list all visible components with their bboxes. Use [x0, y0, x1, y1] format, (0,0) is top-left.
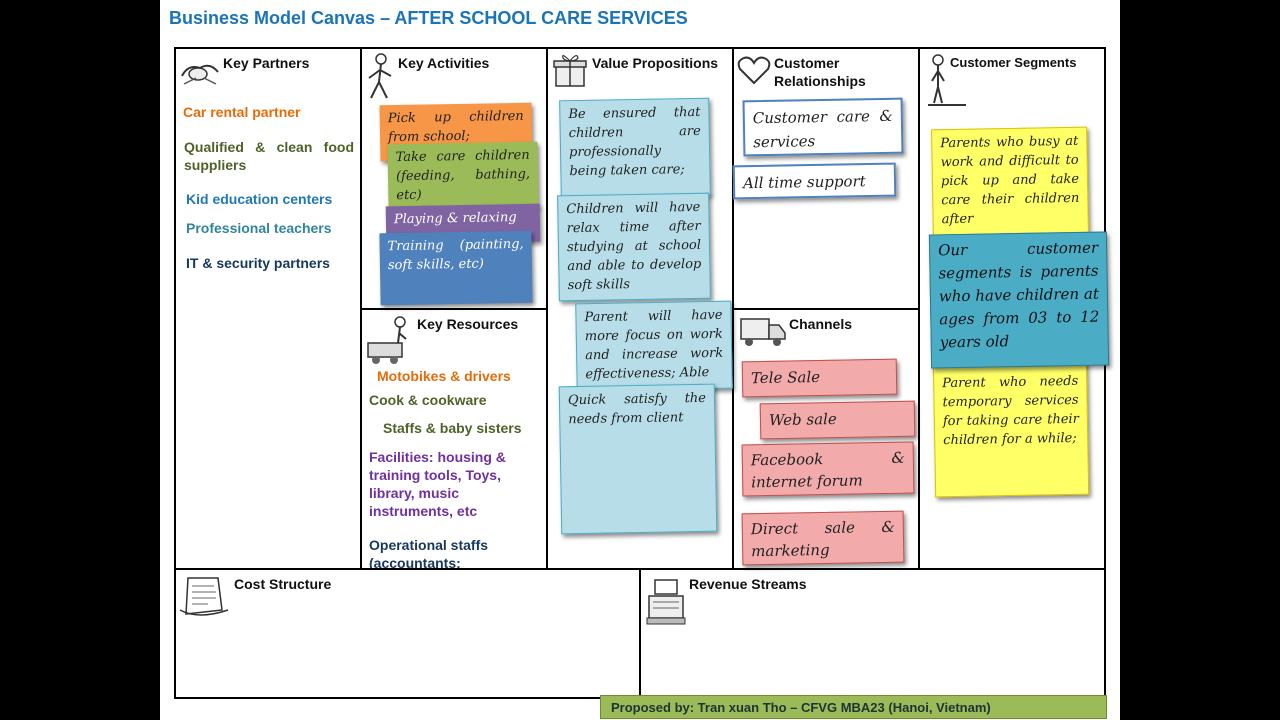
relationship-note[interactable]: Customer care & services [742, 97, 904, 157]
resource-item: Staffs & baby sisters [383, 420, 522, 436]
segment-note[interactable]: Our customer segments is parents who hav… [928, 231, 1110, 369]
resource-item: Operational staffs (accountants; [369, 537, 489, 571]
forklift-icon [367, 316, 407, 364]
partner-item: Professional teachers [186, 220, 332, 236]
partner-item: Car rental partner [183, 104, 301, 120]
resource-item: Cook & cookware [369, 392, 487, 408]
page-title: Business Model Canvas – AFTER SCHOOL CAR… [169, 8, 688, 28]
handshake-icon [181, 64, 219, 85]
customer-segments-title: Customer Segments [950, 55, 1077, 70]
value-note[interactable]: Parent will have more focus on work and … [575, 300, 733, 392]
revenue-streams-title: Revenue Streams [689, 576, 807, 592]
key-resources-cell: Key Resources Motobikes & drivers Cook &… [360, 308, 548, 571]
channel-note[interactable]: Facebook & internet forum [741, 441, 915, 497]
channel-note[interactable]: Tele Sale [741, 358, 898, 398]
partner-item: Qualified & clean food suppliers [184, 139, 354, 173]
activity-note[interactable]: Training (painting, soft skills, etc) [379, 230, 533, 306]
canvas-slide: Business Model Canvas – AFTER SCHOOL CAR… [160, 0, 1120, 720]
worker-icon [368, 53, 392, 99]
value-note[interactable]: Be ensured that children are professiona… [559, 97, 711, 199]
key-resources-title: Key Resources [417, 316, 519, 332]
key-activities-title: Key Activities [398, 55, 490, 71]
revenue-streams-cell: Revenue Streams [639, 568, 1106, 699]
key-partners-cell: Key Partners Car rental partner Qualifie… [174, 47, 362, 570]
resource-item: Facilities: housing & training tools, To… [369, 449, 506, 519]
person-icon [928, 54, 966, 106]
value-note[interactable]: Children will have relax time after stud… [557, 192, 711, 302]
value-propositions-title: Value Propositions [592, 55, 719, 71]
partner-item: Kid education centers [186, 191, 333, 207]
heart-icon [737, 56, 771, 85]
partner-item: IT & security partners [186, 255, 330, 271]
channels-title: Channels [789, 316, 853, 332]
cash-register-icon [646, 579, 686, 625]
customer-relationships-title: Customer Relationships [774, 55, 866, 89]
cost-structure-cell: Cost Structure [174, 568, 641, 699]
receipt-icon [179, 577, 229, 616]
key-partners-title: Key Partners [223, 55, 310, 71]
resource-item: Motobikes & drivers [377, 368, 511, 384]
truck-icon [740, 318, 786, 346]
cost-structure-title: Cost Structure [234, 576, 332, 592]
gift-icon [553, 55, 587, 87]
value-note[interactable]: Quick satisfy the needs from client [558, 383, 718, 535]
activity-note[interactable]: Take care children (feeding, bathing, et… [387, 141, 539, 211]
footer-banner: Proposed by: Tran xuan Tho – CFVG MBA23 … [600, 695, 1107, 719]
segment-note[interactable]: Parents who busy at work and difficult t… [931, 126, 1089, 238]
segment-note[interactable]: Parent who needs temporary services for … [932, 356, 1090, 498]
channel-note[interactable]: Web sale [759, 400, 916, 440]
relationship-note[interactable]: All time support [732, 162, 897, 200]
channel-note[interactable]: Direct sale & marketing [741, 510, 905, 566]
